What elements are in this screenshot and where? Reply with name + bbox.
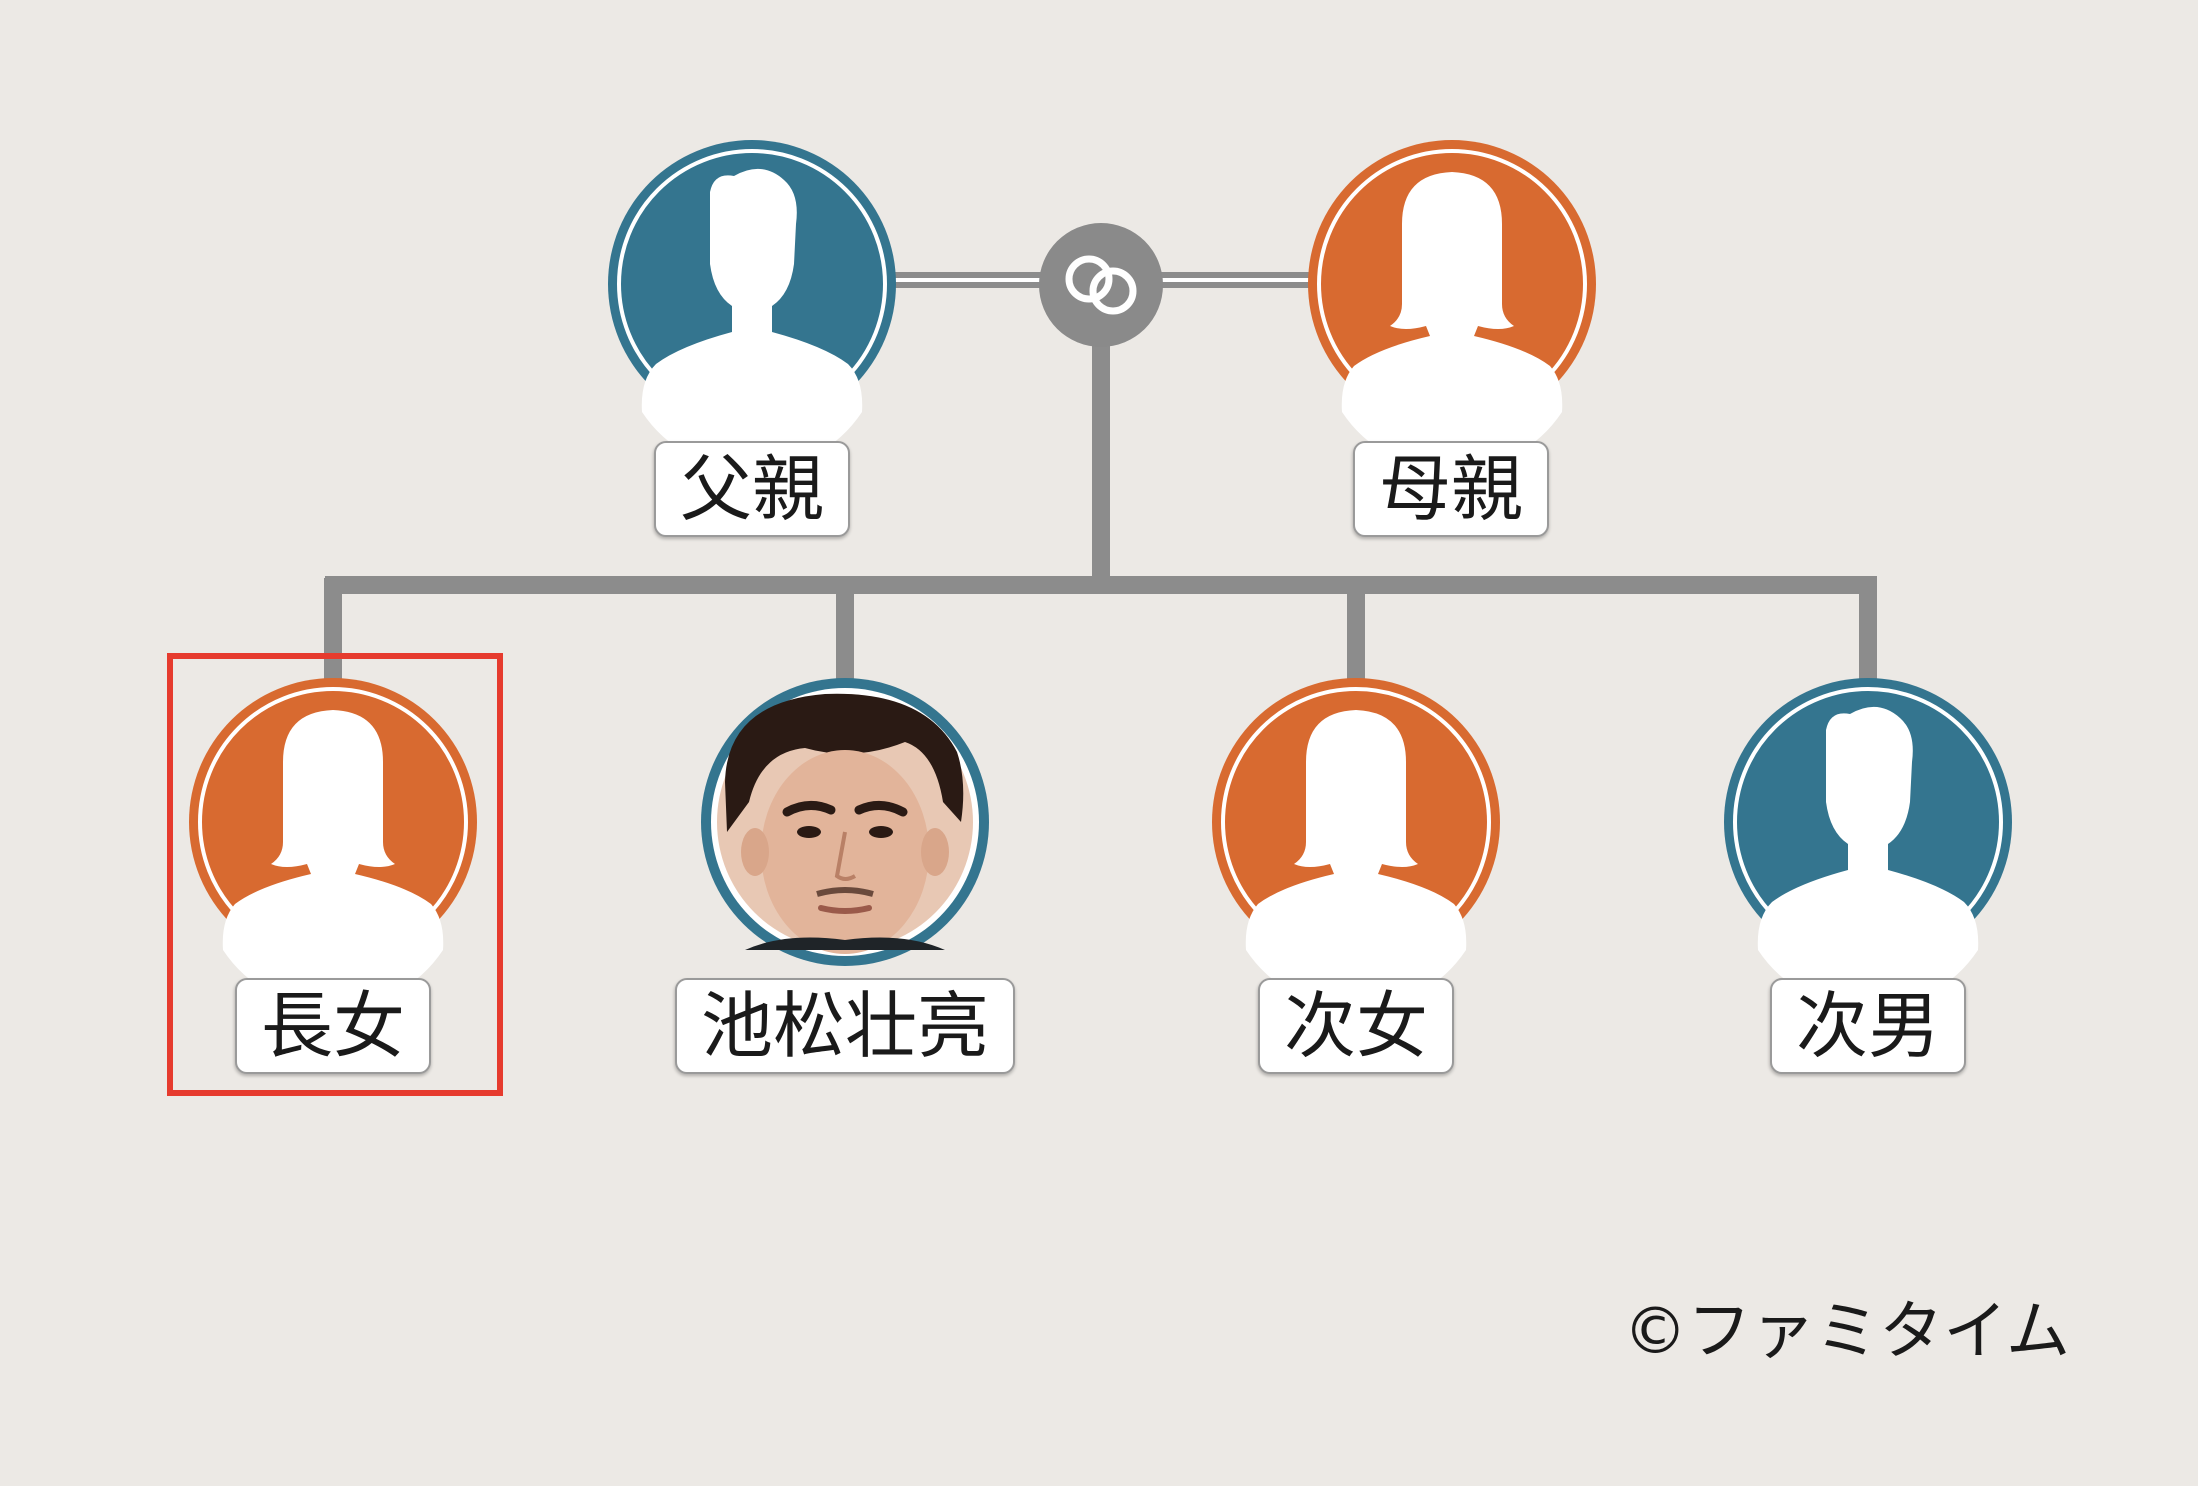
father-avatar [608, 140, 896, 472]
child-avatar-4 [1724, 678, 2012, 1010]
father-label: 父親 [653, 441, 851, 537]
child-label-2: 池松壮亮 [674, 978, 1016, 1074]
copyright-text: ©ファミタイム [1623, 1295, 2070, 1369]
mother-avatar [1308, 140, 1596, 472]
marriage-rings-icon [1039, 223, 1163, 347]
female-silhouette-icon [222, 710, 444, 1010]
child-avatar-1 [189, 678, 477, 1010]
child-avatar-2 [701, 678, 989, 966]
female-silhouette-icon [1245, 710, 1467, 1010]
mother-label: 母親 [1352, 441, 1550, 537]
child-label-1: 長女 [234, 978, 432, 1074]
female-silhouette-icon [1341, 172, 1563, 472]
highlight-box [167, 653, 503, 1096]
child-avatar-3 [1212, 678, 1500, 1010]
child-label-4: 次男 [1769, 978, 1967, 1074]
male-silhouette-icon [641, 168, 863, 472]
male-silhouette-icon [1757, 706, 1979, 1010]
portrait-photo-icon [717, 693, 973, 954]
child-label-3: 次女 [1257, 978, 1455, 1074]
